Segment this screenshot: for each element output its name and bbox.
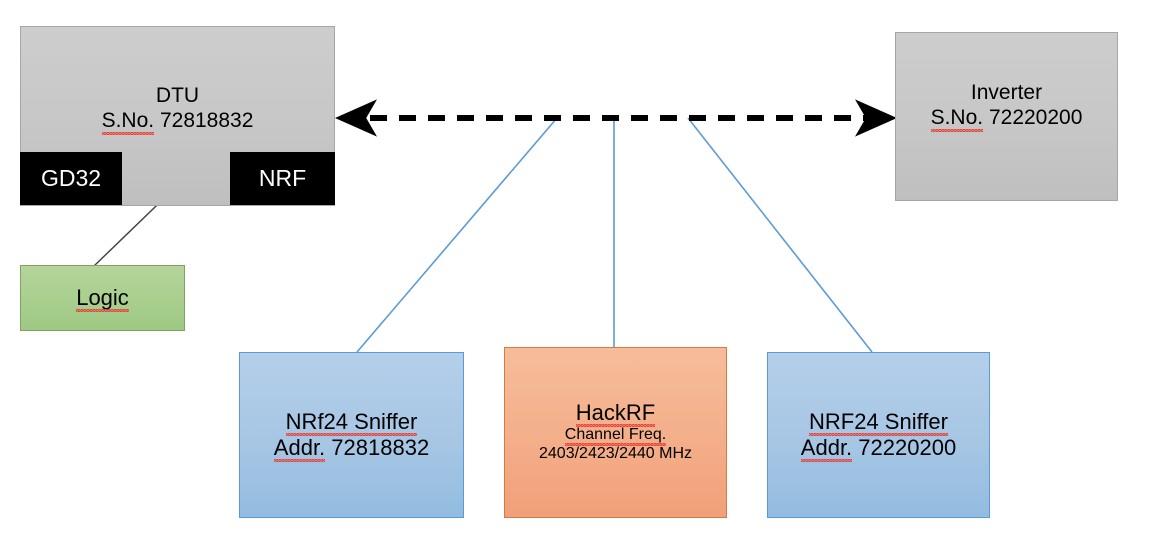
inverter-serial-prefix: S.No. (930, 105, 984, 132)
logic-label: Logic (76, 285, 129, 312)
nrf-label: NRF (258, 165, 307, 191)
hackrf-line2-wrap: Channel Freq. (564, 425, 667, 446)
hackrf-line2: Channel Freq. (564, 425, 667, 446)
sniffer-left-line1: NRf24 Sniffer (285, 409, 418, 436)
dtu-serial-number: 72818832 (159, 108, 254, 132)
hackrf-title-wrap: HackRF (575, 400, 656, 427)
sniffer-right-addr-value: 72220200 (858, 435, 957, 460)
logic-label-wrap: Logic (76, 285, 129, 312)
dtu-title: DTU (155, 84, 200, 107)
gd32-label: GD32 (40, 165, 102, 191)
sniffer-right-addr: Addr. 72220200 (800, 435, 957, 462)
dtu-serial: S.No. 72818832 (101, 108, 254, 135)
sniffer-left-addr: Addr. 72818832 (273, 435, 430, 462)
connector-link-sniffer-left (356, 117, 558, 353)
sniffer-left-node[interactable]: NRf24 Sniffer Addr. 72818832 (239, 352, 464, 518)
sniffer-right-line1: NRF24 Sniffer (809, 409, 948, 436)
inverter-node[interactable]: Inverter S.No. 72220200 (895, 32, 1118, 201)
sniffer-left-line1-text: NRf24 Sniffer (285, 409, 418, 436)
sniffer-right-addr-prefix: Addr. (800, 435, 853, 462)
dtu-serial-prefix: S.No. (101, 108, 155, 135)
connector-link-sniffer-right (687, 117, 873, 353)
hackrf-title: HackRF (575, 400, 656, 427)
inverter-serial-number: 72220200 (988, 105, 1083, 129)
sniffer-left-addr-prefix: Addr. (273, 435, 326, 462)
sniffer-right-node[interactable]: NRF24 Sniffer Addr. 72220200 (767, 352, 990, 518)
logic-analyzer-node[interactable]: Logic (20, 265, 185, 331)
hackrf-line3: 2403/2423/2440 MHz (539, 444, 692, 462)
sniffer-right-line1-text: NRF24 Sniffer (809, 409, 948, 436)
inverter-serial: S.No. 72220200 (930, 105, 1083, 132)
inverter-title: Inverter (970, 81, 1043, 104)
sniffer-left-addr-value: 72818832 (331, 435, 430, 460)
nrf-chip[interactable]: NRF (230, 152, 335, 205)
gd32-chip[interactable]: GD32 (20, 152, 122, 205)
hackrf-node[interactable]: HackRF Channel Freq. 2403/2423/2440 MHz (504, 347, 727, 518)
